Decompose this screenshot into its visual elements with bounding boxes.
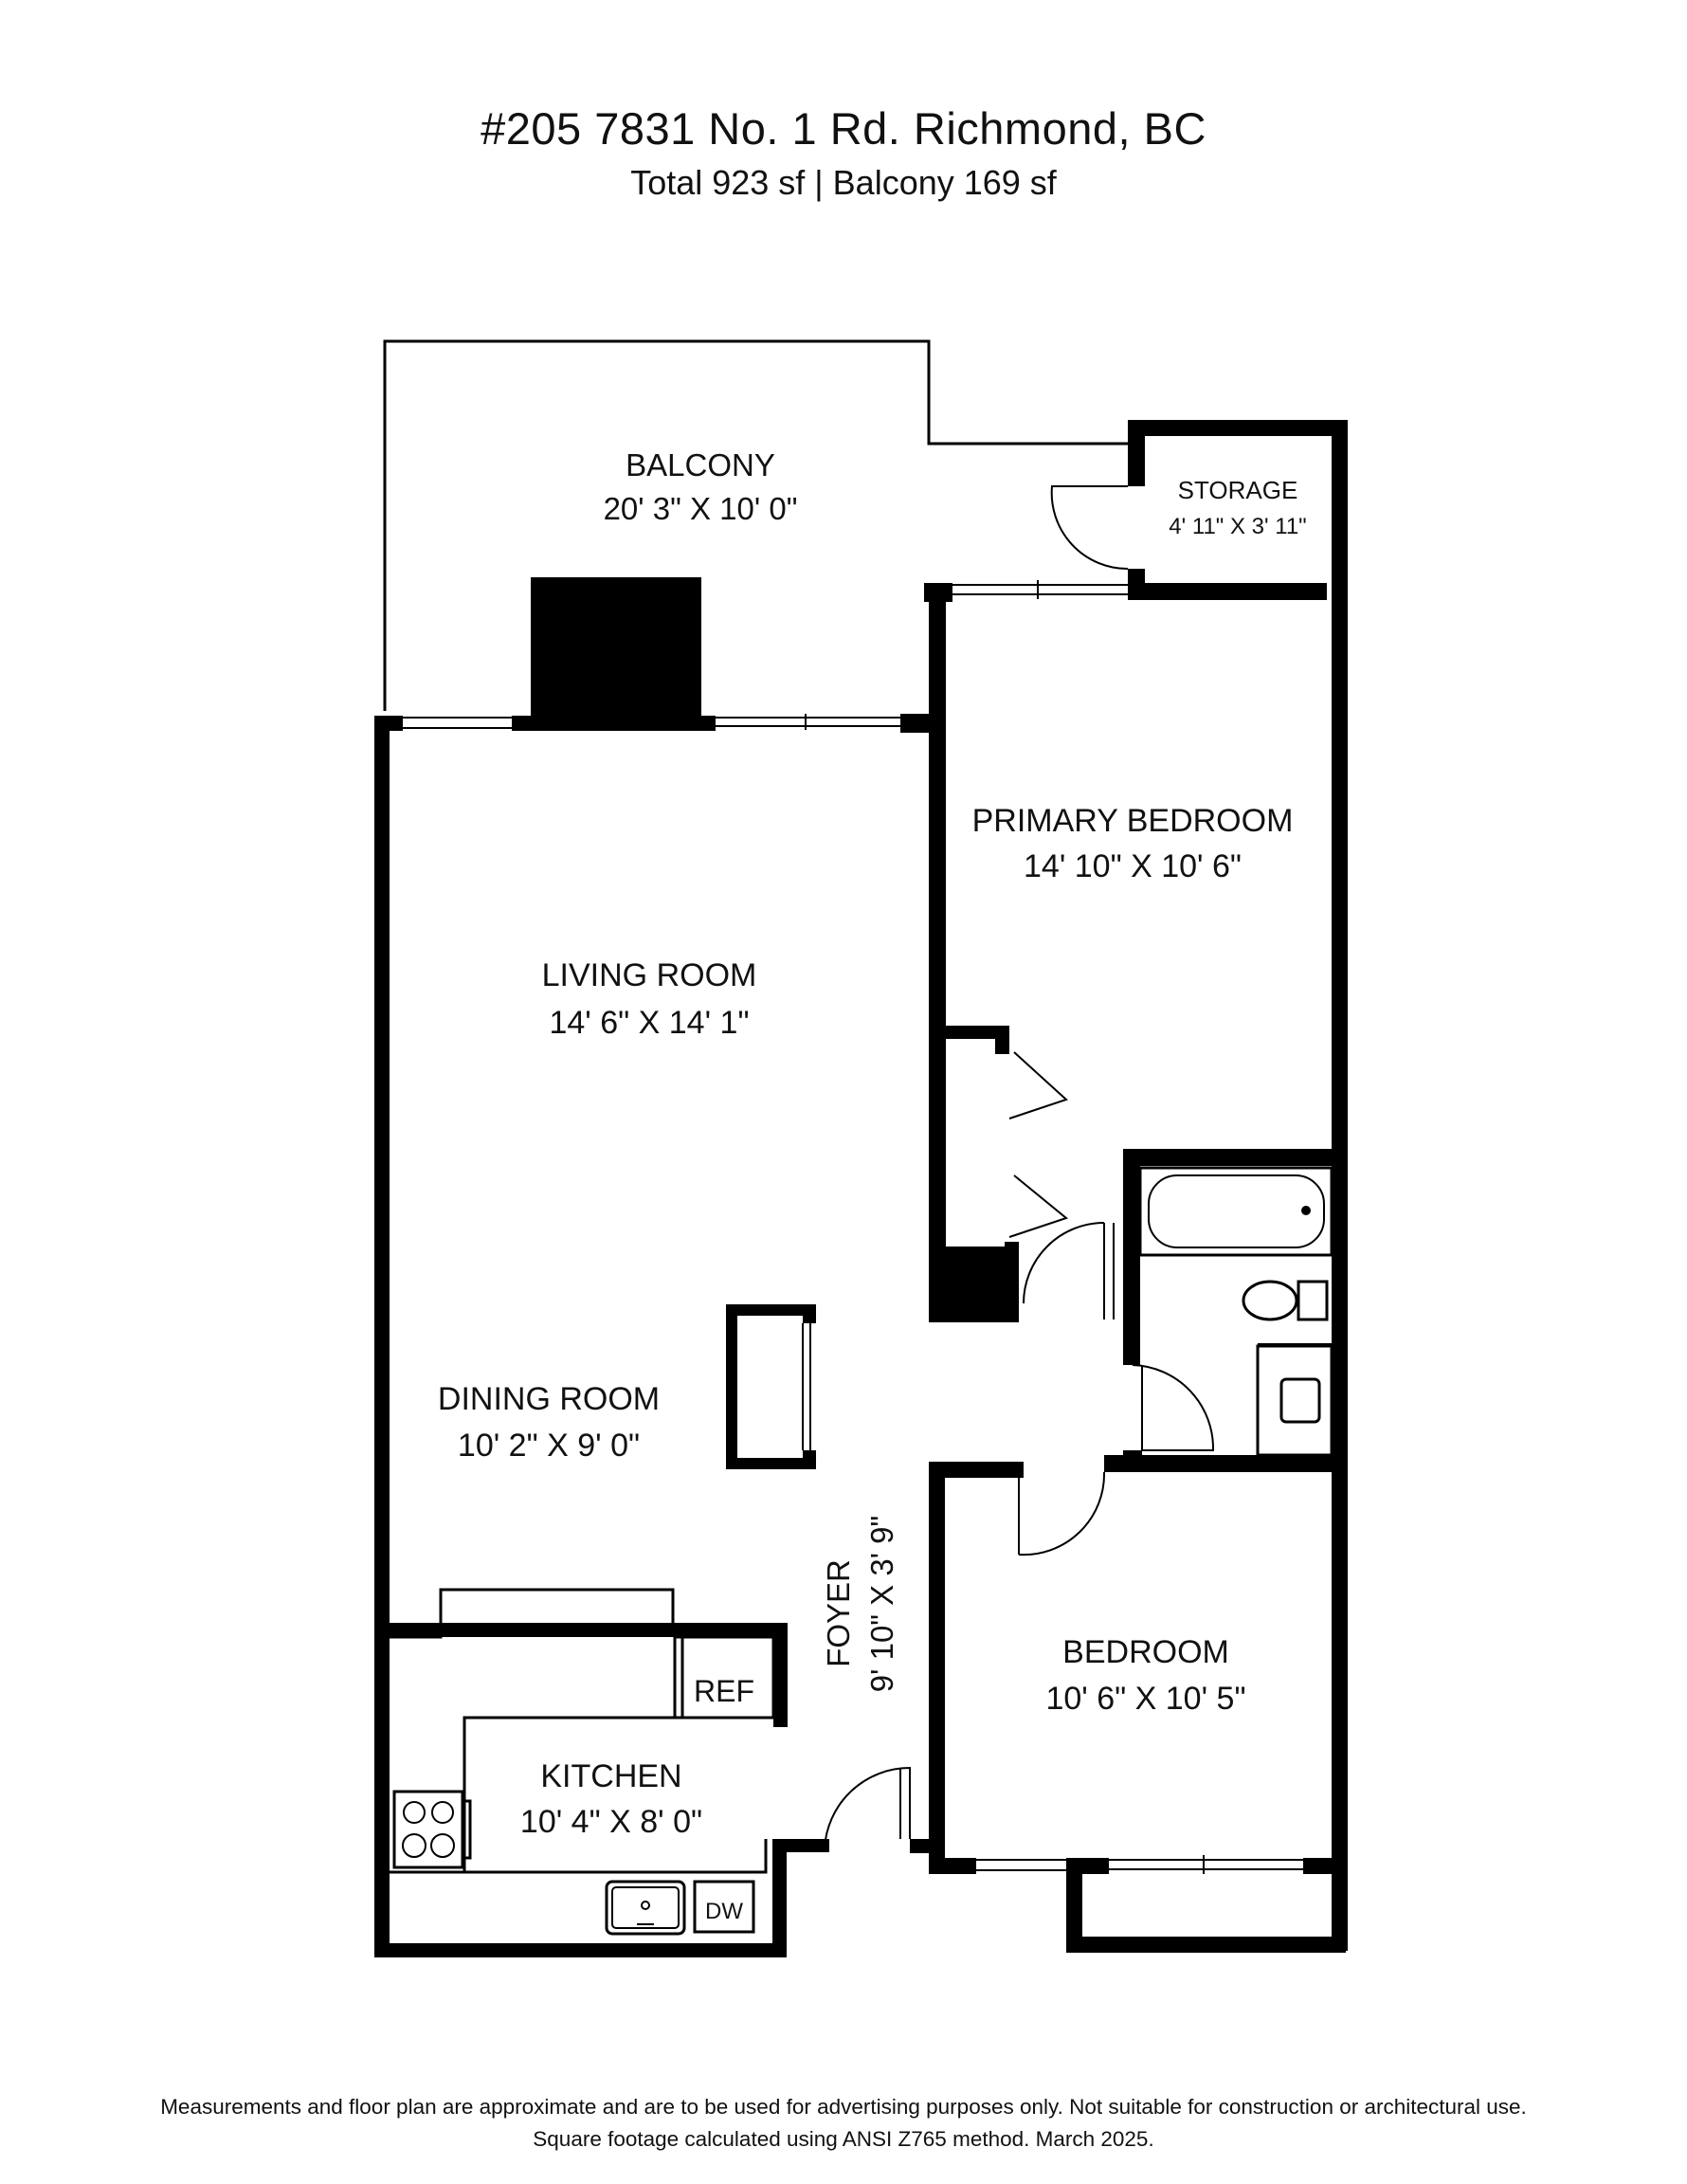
windows [403,580,1303,1874]
balcony-label: BALCONY [626,447,775,482]
bathroom-fixtures [1138,1166,1333,1457]
fireplace-block [531,577,701,719]
foyer-label: FOYER [821,1559,856,1667]
toilet-icon [1242,1280,1298,1321]
dishwasher [693,1880,755,1934]
sink-icon [605,1880,686,1936]
kitchen-dims: 10' 4" X 8' 0" [520,1804,702,1840]
stove [392,1790,464,1869]
storage-dims: 4' 11" X 3' 11" [1169,514,1306,539]
balcony-outline [383,339,1137,711]
vanity-sink-icon [1279,1377,1321,1424]
room-labels: BALCONY 20' 3" X 10' 0" STORAGE 4' 11" X… [438,447,1307,1924]
bedroom-dims: 10' 6" X 10' 5" [1045,1681,1245,1717]
ref-label: REF [694,1674,754,1708]
walls [374,420,1348,1957]
dining-room-dims: 10' 2" X 9' 0" [458,1428,640,1464]
door-swings [824,485,1215,1849]
dining-room-label: DINING ROOM [438,1381,660,1417]
area-summary: Total 923 sf | Balcony 169 sf [630,163,1057,202]
refrigerator [673,1635,775,1720]
disclaimer-line-1: Measurements and floor plan are approxim… [160,2095,1527,2119]
page-title: #205 7831 No. 1 Rd. Richmond, BC [481,103,1206,154]
disclaimer-line-2: Square footage calculated using ANSI Z76… [533,2127,1154,2151]
primary-bedroom-label: PRIMARY BEDROOM [972,803,1294,839]
kitchen-fixtures [390,1588,775,1936]
storage-label: STORAGE [1178,476,1298,504]
dw-label: DW [705,1899,743,1924]
primary-bedroom-dims: 14' 10" X 10' 6" [1024,848,1242,884]
dining-fixture [726,1304,816,1469]
foyer-dims: 9' 10" X 3' 9" [864,1516,899,1692]
living-room-label: LIVING ROOM [542,957,757,993]
kitchen-label: KITCHEN [540,1758,681,1794]
bedroom-label: BEDROOM [1062,1634,1229,1670]
living-room-dims: 14' 6" X 14' 1" [549,1005,749,1041]
balcony-dims: 20' 3" X 10' 0" [604,491,798,526]
